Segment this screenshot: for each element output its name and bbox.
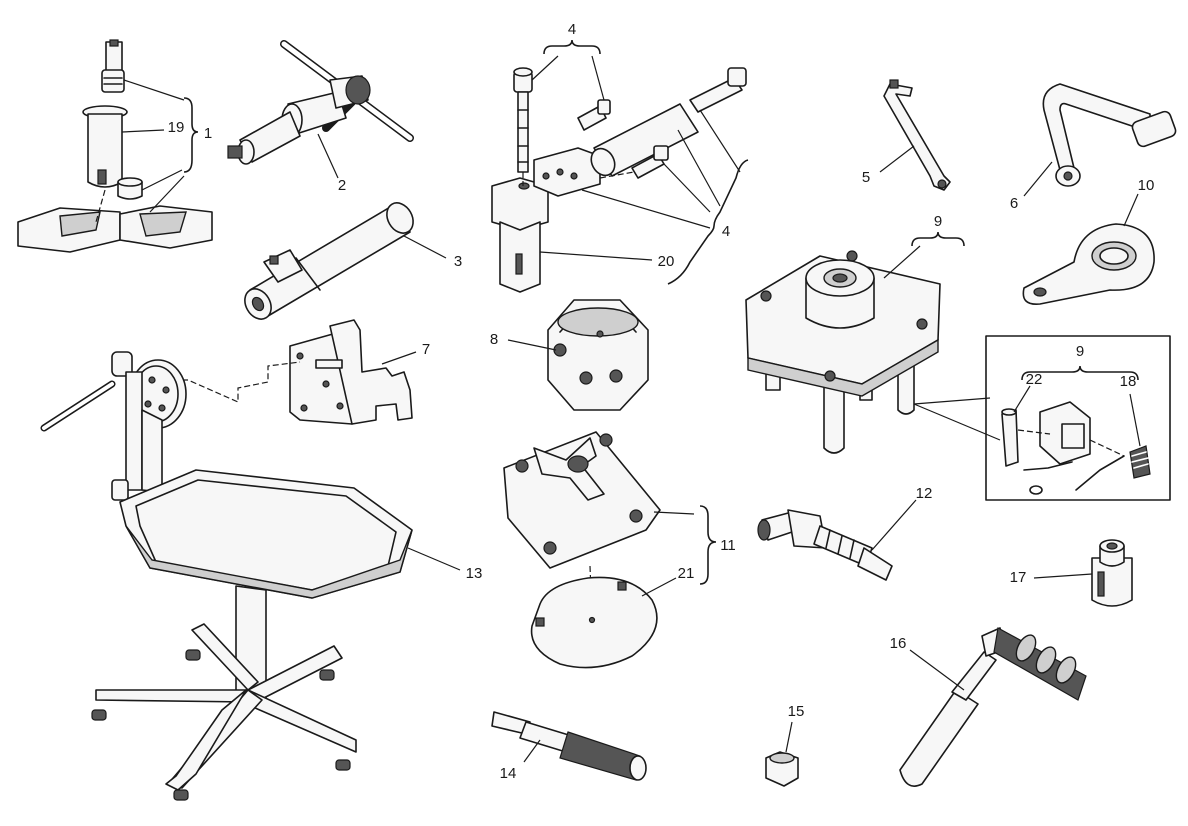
- callout-14: 14: [500, 765, 517, 782]
- part-6-bent-wrench: [1023, 83, 1177, 197]
- callout-8: 8: [490, 331, 498, 348]
- part-12-threaded-bolt: [757, 499, 917, 581]
- part-10-ring-tool: [1022, 193, 1155, 305]
- part-16-ratchet: [899, 627, 1087, 787]
- callout-9-top: 9: [934, 213, 942, 230]
- callout-19: 19: [168, 119, 185, 136]
- part-5-flat-wrench: [879, 79, 951, 191]
- callout-13: 13: [466, 565, 483, 582]
- callout-20: 20: [658, 253, 675, 270]
- callout-10: 10: [1138, 177, 1155, 194]
- callout-1: 1: [204, 125, 212, 142]
- callout-4-bottom: 4: [722, 223, 730, 240]
- callout-16: 16: [890, 635, 907, 652]
- callout-3: 3: [454, 253, 462, 270]
- callout-7: 7: [422, 341, 430, 358]
- callout-18: 18: [1120, 373, 1137, 390]
- callout-22: 22: [1026, 371, 1043, 388]
- callout-17: 17: [1010, 569, 1027, 586]
- callout-2: 2: [338, 177, 346, 194]
- part-3-cylinder-tool: [244, 202, 447, 320]
- part-11-21-plate-disc: [503, 431, 717, 669]
- part-15-small-nut: [765, 721, 799, 787]
- part-7-bracket-plate: [164, 319, 417, 425]
- detail-inset-9: [985, 335, 1171, 501]
- part-8-socket: [507, 299, 649, 411]
- callout-6: 6: [1010, 195, 1018, 212]
- callout-11: 11: [720, 537, 736, 554]
- callout-4-top: 4: [568, 21, 576, 38]
- part-14-handle-tool: [491, 711, 647, 781]
- part-17-sleeve: [1033, 539, 1133, 607]
- part-4-20-block-and-bolts: [491, 39, 749, 293]
- callout-9-inset: 9: [1076, 343, 1084, 360]
- part-2-puller: [227, 40, 414, 179]
- part-1-fixture: [17, 39, 213, 253]
- part-13-workstand: [40, 351, 461, 801]
- callout-5: 5: [862, 169, 870, 186]
- callout-12: 12: [916, 485, 933, 502]
- callout-15: 15: [788, 703, 805, 720]
- part-9-compressor: [745, 231, 1001, 454]
- callout-21: 21: [678, 565, 695, 582]
